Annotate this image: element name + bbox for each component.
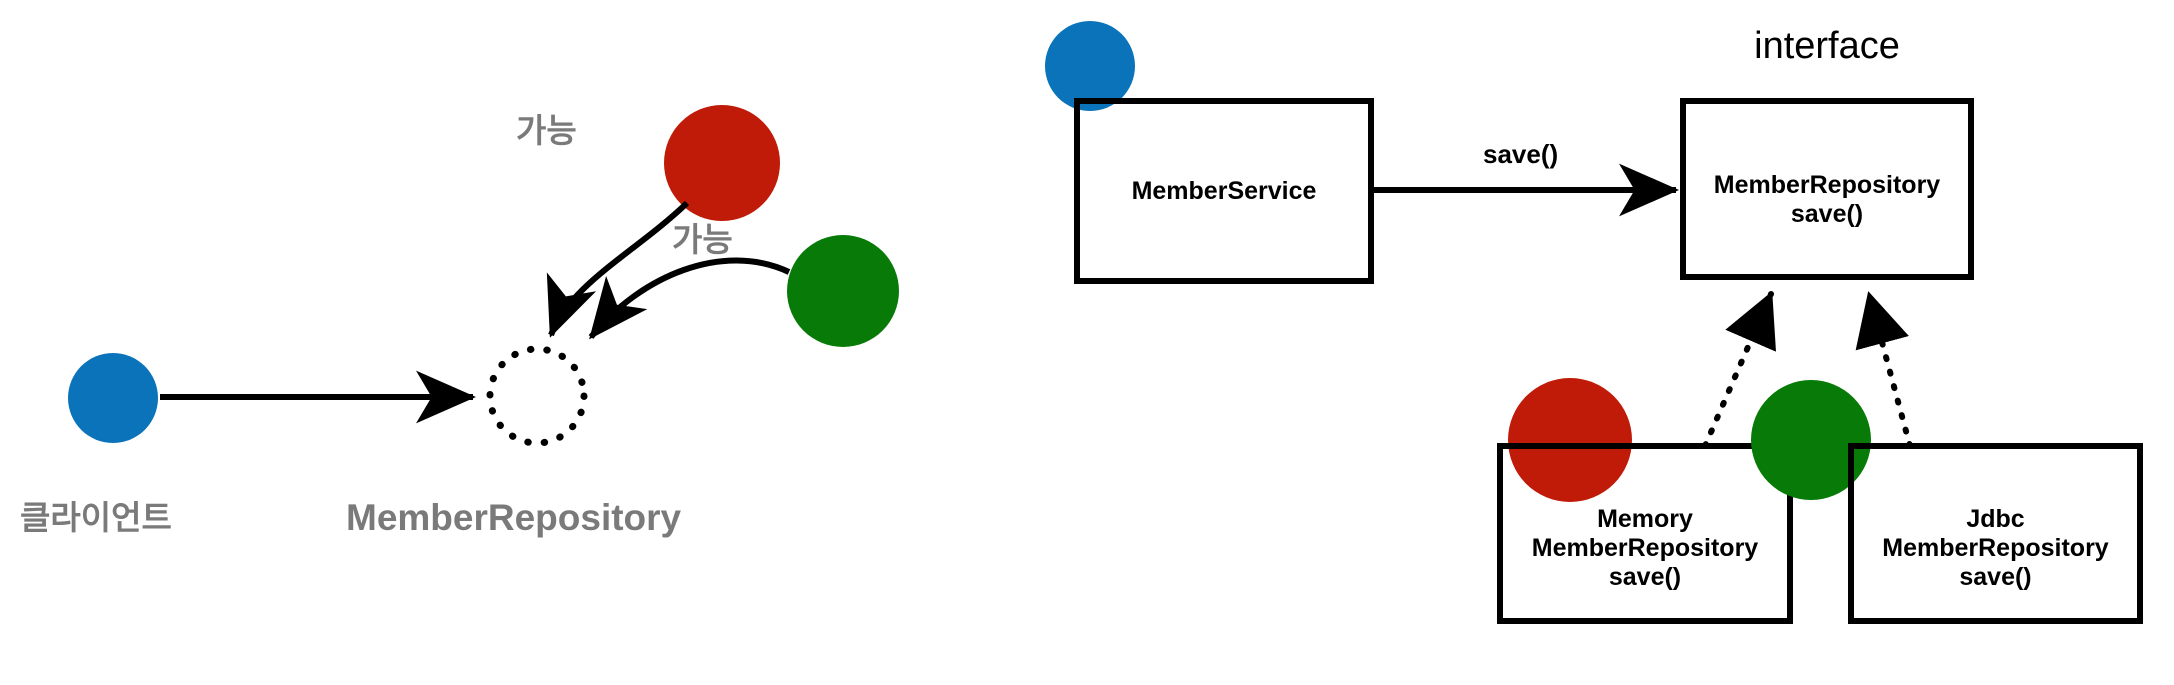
memory-member-repository-box-line1: Memory xyxy=(1597,504,1693,533)
jdbc-member-repository-box: Jdbc MemberRepository save() xyxy=(1851,475,2140,621)
abstract-repository-label: MemberRepository xyxy=(346,497,682,538)
memory-realization-arrow xyxy=(1702,291,1777,449)
abstract-repository-node xyxy=(486,345,588,447)
jdbc-bead xyxy=(1751,380,1871,500)
member-repository-box: MemberRepository save() xyxy=(1683,122,1971,277)
member-repository-box-method: save() xyxy=(1790,199,1864,228)
jdbc-member-repository-box-line2: MemberRepository xyxy=(1882,533,2109,562)
save-call-edge-label: save() xyxy=(1483,139,1559,169)
member-service-box: MemberService xyxy=(1077,101,1371,281)
member-repository-box-title: MemberRepository xyxy=(1713,170,1941,199)
client-label: 클라이언트 xyxy=(20,499,172,536)
memory-member-repository-box-line2: MemberRepository xyxy=(1531,533,1759,562)
jdbc-impl-node xyxy=(787,235,899,347)
memory-bead xyxy=(1508,378,1632,502)
jdbc-member-repository-box-method: save() xyxy=(1959,562,2032,591)
memory-member-repository-box-method: save() xyxy=(1608,562,1682,591)
client-node xyxy=(68,353,158,443)
jdbc-realization-arrow xyxy=(1855,291,1913,449)
interface-stereotype-label: interface xyxy=(1754,25,1900,67)
member-service-box-title: MemberService xyxy=(1131,176,1317,205)
memory-member-repository-box: Memory MemberRepository save() xyxy=(1500,475,1790,621)
green-to-repository-arrow xyxy=(588,257,791,340)
memory-impl-node xyxy=(664,105,780,221)
green-edge-label: 가능 xyxy=(672,221,733,258)
red-edge-label: 가능 xyxy=(516,112,577,149)
member-repository-box-outline xyxy=(1680,98,1974,280)
jdbc-member-repository-box-outline xyxy=(1848,443,2143,624)
memory-member-repository-box-outline xyxy=(1497,443,1793,624)
jdbc-member-repository-box-line1: Jdbc xyxy=(1966,504,2025,533)
red-to-repository-arrow xyxy=(546,200,690,338)
service-bead xyxy=(1045,21,1135,111)
